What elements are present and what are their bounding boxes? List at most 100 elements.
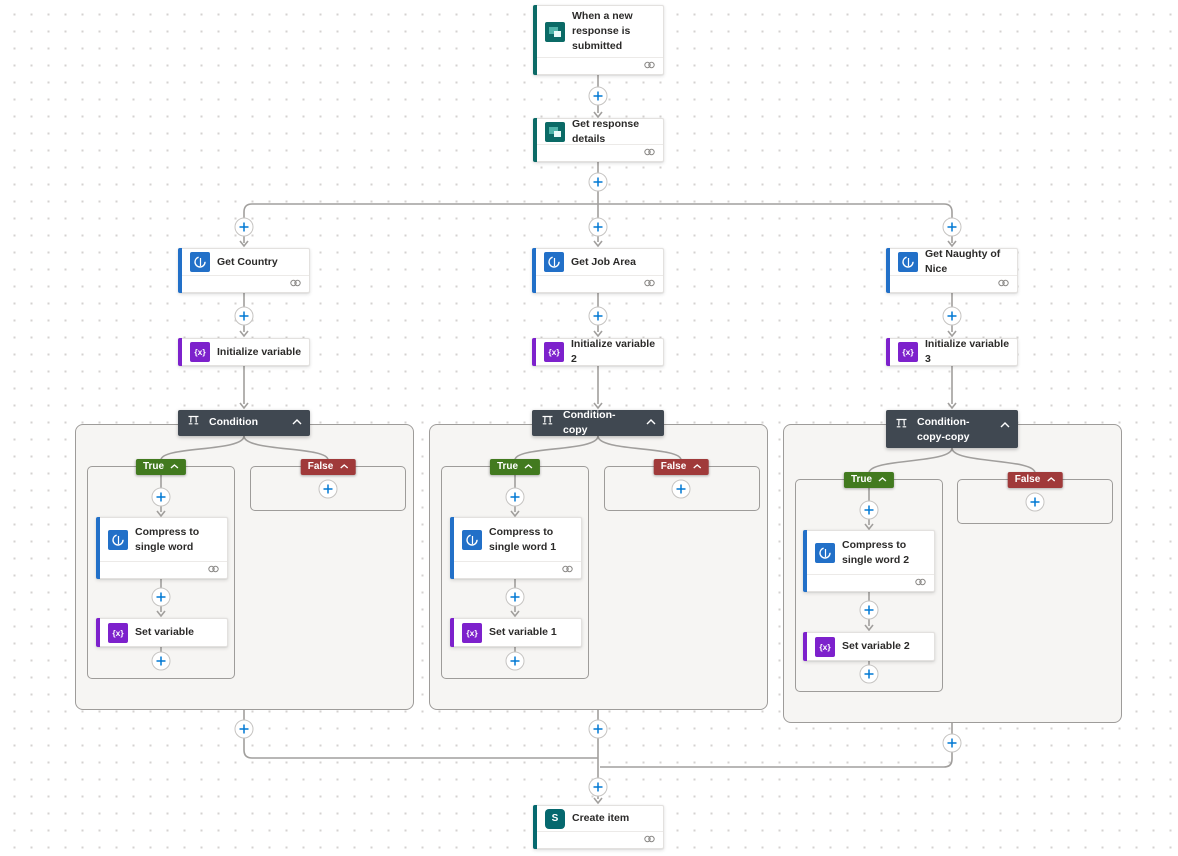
insert-step-button[interactable] bbox=[505, 487, 525, 507]
initialize-variable-card-1[interactable]: {x} Initialize variable bbox=[178, 338, 310, 366]
get-naughty-of-nice-card[interactable]: Get Naughty of Nice bbox=[886, 248, 1018, 293]
insert-step-button[interactable] bbox=[942, 217, 962, 237]
chevron-up-icon[interactable] bbox=[339, 461, 348, 472]
card-title: Initialize variable 3 bbox=[925, 338, 1010, 365]
insert-step-button[interactable] bbox=[588, 777, 608, 797]
insert-step-button[interactable] bbox=[588, 306, 608, 326]
compress-to-single-word-card-2[interactable]: Compress to single word 1 bbox=[450, 517, 582, 579]
insert-step-button[interactable] bbox=[859, 664, 879, 684]
insert-step-button[interactable] bbox=[1025, 492, 1045, 512]
create-item-card[interactable]: S Create item bbox=[533, 805, 664, 849]
get-country-card[interactable]: Get Country bbox=[178, 248, 310, 293]
true-branch-badge-1[interactable]: True bbox=[135, 459, 187, 475]
insert-step-button[interactable] bbox=[151, 651, 171, 671]
set-variable-card-3[interactable]: {x} Set variable 2 bbox=[803, 632, 935, 661]
card-title: Compress to single word bbox=[135, 525, 200, 553]
link-icon bbox=[643, 57, 656, 75]
false-branch-badge-2[interactable]: False bbox=[653, 459, 709, 475]
chevron-up-icon[interactable] bbox=[646, 415, 656, 430]
card-title: Get Country bbox=[217, 255, 278, 268]
true-branch-badge-3[interactable]: True bbox=[843, 472, 895, 488]
card-title: Set variable bbox=[135, 626, 194, 639]
accent-bar bbox=[532, 338, 536, 366]
get-job-area-card[interactable]: Get Job Area bbox=[532, 248, 664, 293]
compress-to-single-word-card-3[interactable]: Compress to single word 2 bbox=[803, 530, 935, 592]
link-icon bbox=[561, 561, 574, 579]
insert-step-button[interactable] bbox=[318, 479, 338, 499]
insert-step-button[interactable] bbox=[588, 86, 608, 106]
false-branch-badge-1[interactable]: False bbox=[300, 459, 356, 475]
chevron-up-icon[interactable] bbox=[292, 415, 302, 430]
chevron-up-icon[interactable] bbox=[1000, 418, 1010, 433]
badge-label: False bbox=[307, 461, 334, 472]
accent-bar bbox=[803, 632, 807, 661]
link-icon bbox=[643, 831, 656, 849]
variables-icon: {x} bbox=[108, 622, 128, 643]
insert-step-button[interactable] bbox=[151, 487, 171, 507]
badge-label: True bbox=[850, 474, 873, 485]
link-icon bbox=[289, 275, 302, 293]
initialize-variable-card-2[interactable]: {x} Initialize variable 2 bbox=[532, 338, 664, 366]
card-title: Compress to single word 2 bbox=[842, 538, 910, 566]
variables-icon: {x} bbox=[815, 636, 835, 657]
compose-icon bbox=[190, 252, 210, 272]
badge-label: False bbox=[660, 461, 687, 472]
insert-step-button[interactable] bbox=[505, 651, 525, 671]
set-variable-card-1[interactable]: {x} Set variable bbox=[96, 618, 228, 647]
condition-icon bbox=[894, 416, 909, 435]
forms-icon bbox=[545, 121, 565, 142]
variables-icon: {x} bbox=[544, 342, 564, 362]
set-variable-card-2[interactable]: {x} Set variable 1 bbox=[450, 618, 582, 647]
true-branch-badge-2[interactable]: True bbox=[489, 459, 541, 475]
compose-icon bbox=[108, 529, 128, 550]
insert-step-button[interactable] bbox=[151, 587, 171, 607]
insert-step-button[interactable] bbox=[234, 306, 254, 326]
insert-step-button[interactable] bbox=[234, 217, 254, 237]
accent-bar bbox=[533, 5, 537, 75]
insert-step-button[interactable] bbox=[505, 587, 525, 607]
compress-to-single-word-card-1[interactable]: Compress to single word bbox=[96, 517, 228, 579]
card-title: Set variable 1 bbox=[489, 626, 557, 639]
chevron-up-icon[interactable] bbox=[170, 461, 179, 472]
insert-step-button[interactable] bbox=[942, 733, 962, 753]
false-branch-badge-3[interactable]: False bbox=[1007, 472, 1063, 488]
trigger-card[interactable]: When a new response is submitted bbox=[533, 5, 664, 75]
insert-step-button[interactable] bbox=[588, 719, 608, 739]
link-icon bbox=[997, 275, 1010, 293]
accent-bar bbox=[532, 248, 536, 293]
insert-step-button[interactable] bbox=[859, 500, 879, 520]
link-icon bbox=[643, 275, 656, 293]
condition-header-2[interactable]: Condition-copy bbox=[532, 409, 664, 436]
card-title: Initialize variable 2 bbox=[571, 338, 656, 365]
chevron-up-icon[interactable] bbox=[524, 461, 533, 472]
accent-bar bbox=[450, 517, 454, 579]
initialize-variable-card-3[interactable]: {x} Initialize variable 3 bbox=[886, 338, 1018, 366]
chevron-up-icon[interactable] bbox=[1046, 474, 1055, 485]
badge-label: True bbox=[496, 461, 519, 472]
card-title: Create item bbox=[572, 812, 630, 825]
accent-bar bbox=[96, 618, 100, 647]
insert-step-button[interactable] bbox=[859, 600, 879, 620]
card-title: Initialize variable bbox=[217, 345, 302, 358]
chevron-up-icon[interactable] bbox=[692, 461, 701, 472]
get-response-details-card[interactable]: Get response details bbox=[533, 118, 664, 162]
variables-icon: {x} bbox=[190, 342, 210, 362]
condition-title: Condition-copy-copy bbox=[917, 416, 970, 444]
variables-icon: {x} bbox=[898, 342, 918, 362]
insert-step-button[interactable] bbox=[942, 306, 962, 326]
accent-bar bbox=[96, 517, 100, 579]
insert-step-button[interactable] bbox=[671, 479, 691, 499]
compose-icon bbox=[544, 252, 564, 272]
accent-bar bbox=[533, 805, 537, 849]
variables-icon: {x} bbox=[462, 622, 482, 643]
card-title: Get Naughty of Nice bbox=[925, 248, 1001, 275]
chevron-up-icon[interactable] bbox=[878, 474, 887, 485]
condition-header-3[interactable]: Condition-copy-copy bbox=[886, 410, 1018, 448]
insert-step-button[interactable] bbox=[588, 217, 608, 237]
forms-icon bbox=[545, 21, 565, 42]
insert-step-button[interactable] bbox=[234, 719, 254, 739]
accent-bar bbox=[886, 338, 890, 366]
insert-step-button[interactable] bbox=[588, 172, 608, 192]
condition-header-1[interactable]: Condition bbox=[178, 410, 310, 436]
